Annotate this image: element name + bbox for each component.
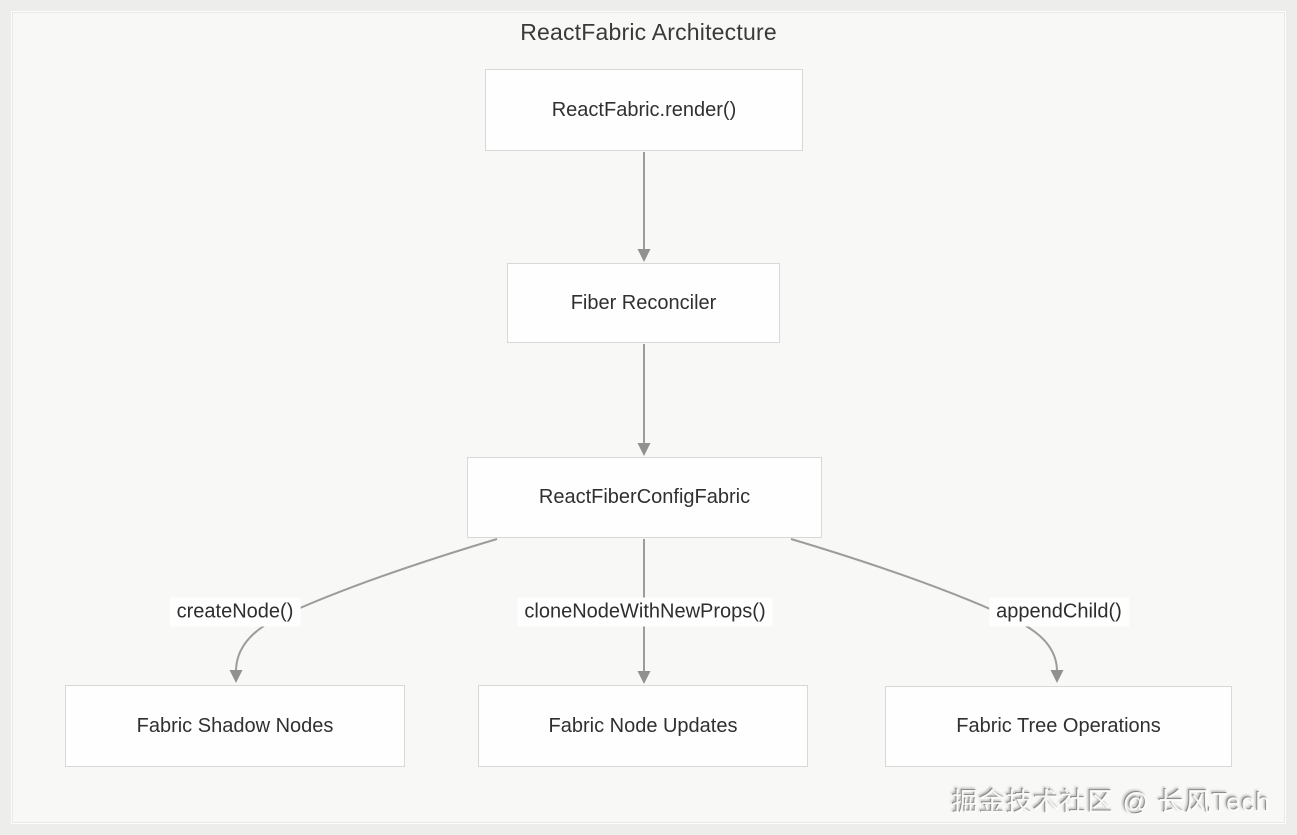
node-reactfabric-render: ReactFabric.render()	[485, 69, 803, 151]
node-label: ReactFabric.render()	[551, 98, 737, 121]
node-label: Fabric Node Updates	[548, 714, 738, 737]
watermark: 掘金技术社区 @ 长风Tech	[952, 787, 1271, 817]
node-fabric-node-updates: Fabric Node Updates	[478, 685, 808, 767]
node-fiber-reconciler: Fiber Reconciler	[507, 263, 780, 343]
node-fabric-tree-operations: Fabric Tree Operations	[885, 686, 1232, 767]
node-label: ReactFiberConfigFabric	[538, 486, 751, 508]
node-label: Fabric Tree Operations	[956, 715, 1161, 737]
edge-label-appendchild: appendChild()	[989, 597, 1129, 627]
node-fabric-shadow-nodes: Fabric Shadow Nodes	[65, 685, 405, 767]
node-reactfiberconfigfabric: ReactFiberConfigFabric	[467, 457, 822, 538]
node-label: Fiber Reconciler	[570, 291, 717, 314]
diagram-title: ReactFabric Architecture	[520, 19, 777, 45]
edge-label-clonenodewithnewprops: cloneNodeWithNewProps()	[517, 597, 773, 627]
edge-label-createnode: createNode()	[169, 597, 301, 627]
node-label: Fabric Shadow Nodes	[136, 714, 334, 737]
